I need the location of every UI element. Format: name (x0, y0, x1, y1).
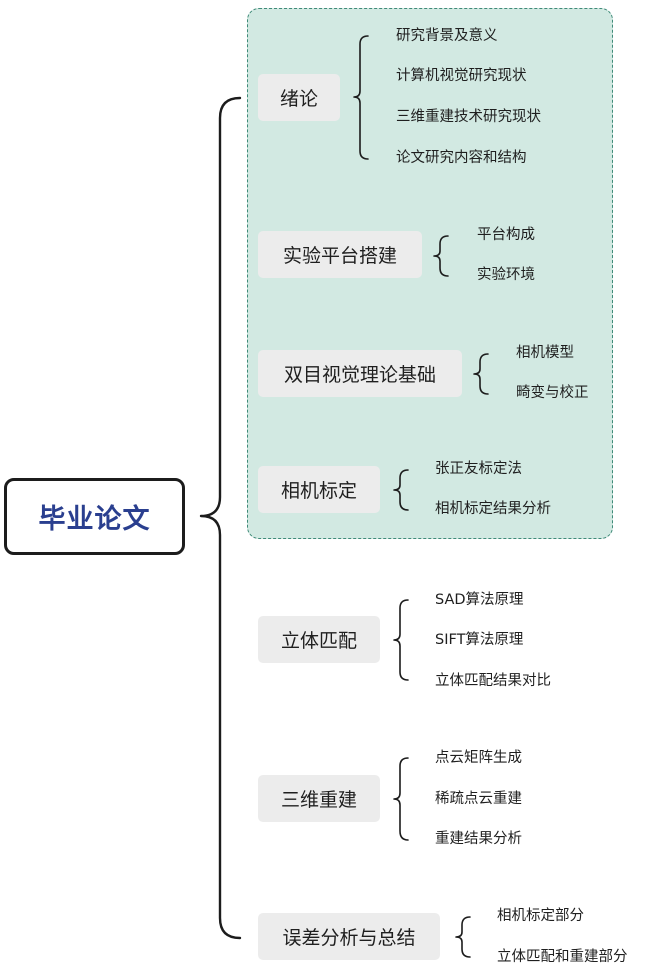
branch-node[interactable]: 立体匹配 (258, 616, 380, 663)
brace-2 (433, 235, 449, 277)
leaf-node[interactable]: 立体匹配和重建部分 (497, 949, 628, 965)
branch-node[interactable]: 实验平台搭建 (258, 231, 422, 278)
brace-4 (393, 469, 409, 511)
leaf-node[interactable]: 张正友标定法 (435, 461, 522, 477)
root-node[interactable]: 毕业论文 (4, 478, 185, 555)
leaf-node[interactable]: 实验环境 (477, 267, 535, 283)
brace-1 (353, 35, 369, 160)
leaf-node[interactable]: 畸变与校正 (516, 385, 589, 401)
leaf-node[interactable]: 研究背景及意义 (396, 28, 498, 44)
leaf-node[interactable]: 三维重建技术研究现状 (396, 109, 541, 125)
branch-node[interactable]: 相机标定 (258, 466, 380, 513)
brace-6 (393, 757, 409, 841)
leaf-node[interactable]: 论文研究内容和结构 (396, 150, 527, 166)
brace-7 (455, 916, 471, 958)
leaf-node[interactable]: 相机标定结果分析 (435, 501, 551, 517)
leaf-node[interactable]: 平台构成 (477, 227, 535, 243)
brace-5 (393, 599, 409, 681)
leaf-node[interactable]: 点云矩阵生成 (435, 750, 522, 766)
branch-node[interactable]: 双目视觉理论基础 (258, 350, 462, 397)
leaf-node[interactable]: 重建结果分析 (435, 831, 522, 847)
leaf-node[interactable]: SIFT算法原理 (435, 632, 524, 648)
leaf-node[interactable]: SAD算法原理 (435, 592, 524, 608)
brace-3 (473, 353, 489, 395)
leaf-node[interactable]: 稀疏点云重建 (435, 791, 522, 807)
branch-node[interactable]: 三维重建 (258, 775, 380, 822)
leaf-node[interactable]: 相机模型 (516, 345, 574, 361)
branch-node[interactable]: 绪论 (258, 74, 340, 121)
leaf-node[interactable]: 相机标定部分 (497, 908, 584, 924)
main-brace (199, 96, 242, 940)
leaf-node[interactable]: 立体匹配结果对比 (435, 673, 551, 689)
leaf-node[interactable]: 计算机视觉研究现状 (396, 68, 527, 84)
branch-node[interactable]: 误差分析与总结 (258, 913, 440, 960)
